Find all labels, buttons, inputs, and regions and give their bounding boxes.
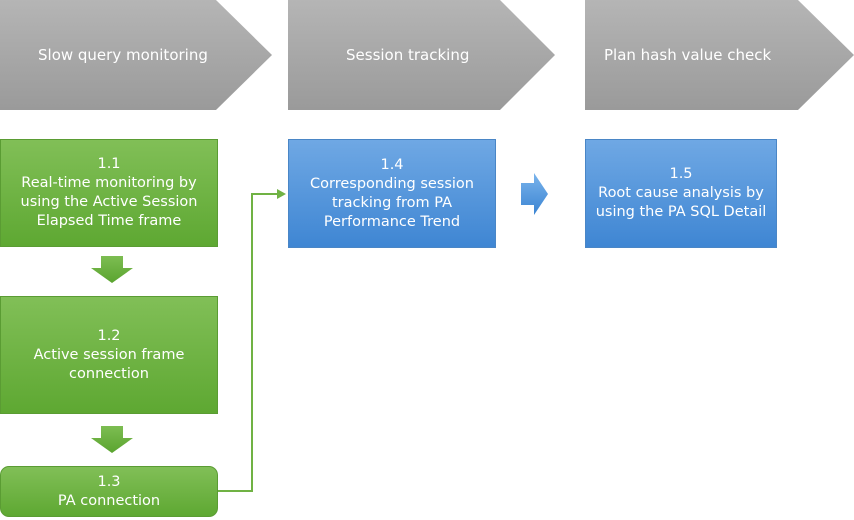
step-number: 1.1	[97, 156, 121, 172]
step-text-line: Root cause analysis by	[598, 185, 764, 201]
phase-chevron-1	[0, 0, 272, 110]
connector-arrowhead-icon	[277, 189, 286, 199]
step-box-1-1: 1.1 Real-time monitoring by using the Ac…	[0, 139, 218, 247]
phase-chevron-2	[288, 0, 555, 110]
step-text-line: using the Active Session	[20, 194, 198, 210]
step-box-1-4: 1.4 Corresponding session tracking from …	[288, 139, 496, 248]
step-text-line: Elapsed Time frame	[36, 213, 182, 229]
step-text-line: Corresponding session	[310, 175, 474, 192]
right-arrow-icon	[521, 173, 548, 215]
step-text-line: Performance Trend	[323, 213, 461, 230]
step-text-line: tracking from PA	[331, 194, 453, 211]
step-number: 1.5	[669, 166, 693, 182]
down-arrow-icon	[91, 426, 133, 453]
connector-line	[218, 193, 278, 492]
step-text-line: connection	[69, 365, 149, 382]
step-text-line: PA connection	[57, 492, 161, 509]
step-box-1-2: 1.2 Active session frame connection	[0, 296, 218, 414]
down-arrow-icon	[91, 256, 133, 283]
step-number: 1.4	[380, 156, 404, 173]
phase-chevron-3	[585, 0, 854, 110]
step-box-1-5: 1.5 Root cause analysis by using the PA …	[585, 139, 777, 248]
step-text-line: Active session frame	[33, 346, 185, 363]
step-text-line: Real-time monitoring by	[21, 175, 197, 191]
step-box-1-3: 1.3 PA connection	[0, 466, 218, 517]
step-text-line: using the PA SQL Detail	[595, 204, 767, 220]
phase-label-session-tracking: Session tracking	[346, 46, 470, 64]
phase-label-plan-hash-value-check: Plan hash value check	[604, 46, 772, 64]
phase-label-slow-query-monitoring: Slow query monitoring	[38, 46, 208, 64]
step-number: 1.2	[97, 327, 121, 344]
step-number: 1.3	[97, 473, 121, 490]
